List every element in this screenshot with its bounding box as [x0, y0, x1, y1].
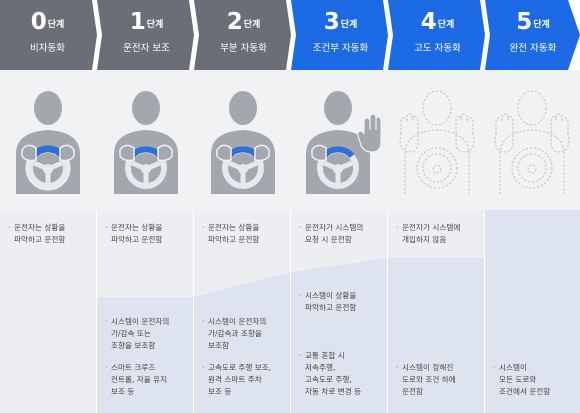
level-number: 2 — [226, 9, 243, 35]
driver-raised-hand-icon — [306, 91, 382, 194]
column-divider — [387, 210, 388, 413]
level-unit: 단계 — [533, 20, 550, 30]
level-number: 5 — [516, 9, 533, 35]
level-4-header: 4단계 고도 자동화 — [390, 0, 485, 70]
system-role-text: 시스템이 모든 도로와 조건에서 운전함 — [493, 362, 550, 398]
level-2-header: 2단계 부분 자동화 — [196, 0, 291, 70]
level-1-header: 1단계 운전자 보조 — [99, 0, 194, 70]
level-name: 완전 자동화 — [509, 43, 557, 54]
absent-driver-icon — [494, 90, 570, 194]
level-number: 1 — [129, 9, 146, 35]
level-unit: 단계 — [437, 20, 455, 30]
column-divider — [290, 210, 291, 413]
system-role-text: 시스템이 정해진 도로와 조건 하에 운전함 — [396, 362, 456, 398]
level-name: 부분 자동화 — [220, 43, 267, 54]
column-divider — [193, 210, 194, 413]
column-divider — [96, 210, 97, 413]
level-name: 조건부 자동화 — [312, 43, 369, 54]
level-unit: 단계 — [243, 20, 261, 30]
level-unit: 단계 — [340, 20, 358, 30]
level-header-bar — [0, 0, 580, 70]
example-features-text: 고속도로 주행 보조, 원격 스마트 주차 보조 등 — [202, 362, 271, 398]
driver-role-text: 운전자가 시스템에 개입하지 않음 — [396, 222, 460, 246]
level-name: 고도 자동화 — [414, 43, 461, 54]
level-name: 운전자 보조 — [123, 43, 170, 54]
level-0-header: 0단계 비자동화 — [0, 0, 95, 70]
level-number: 3 — [323, 9, 340, 35]
level-number: 4 — [420, 9, 437, 35]
driver-role-text: 운전자는 상황을 파악하고 운전함 — [8, 222, 65, 246]
driver-icon — [114, 91, 178, 194]
level-number: 0 — [30, 9, 47, 35]
driver-icon — [211, 91, 275, 194]
system-role-text: 시스템이 운전자의 가/감속과 조향을 보조함 — [202, 316, 266, 352]
example-features-text: 스마트 크루즈 컨트롤, 자율 유지 보조 등 — [105, 362, 167, 398]
column-divider — [484, 210, 485, 413]
driver-role-text: 운전자가 시스템의 요청 시 운전함 — [299, 222, 363, 246]
system-role-text: 시스템이 상황을 파악하고 운전함 — [299, 290, 356, 314]
absent-driver-icon — [399, 90, 475, 194]
level-5-header: 5단계 완전 자동화 — [487, 0, 579, 70]
level-name: 비자동화 — [30, 43, 65, 54]
driver-icon — [16, 91, 80, 194]
illustration-band — [0, 70, 580, 210]
level-unit: 단계 — [146, 20, 164, 30]
example-features-text: 교통 혼잡 시 저속주행, 고속도로 주행, 자동 차로 변경 등 — [299, 350, 361, 398]
system-role-text: 시스템이 운전자의 가/감속 또는 조향을 보조함 — [105, 316, 169, 352]
driver-role-text: 운전자는 상황을 파악하고 운전함 — [105, 222, 162, 246]
level-unit: 단계 — [47, 20, 65, 30]
level-3-header: 3단계 조건부 자동화 — [293, 0, 388, 70]
driver-role-text: 운전자는 상황을 파악하고 운전함 — [202, 222, 259, 246]
